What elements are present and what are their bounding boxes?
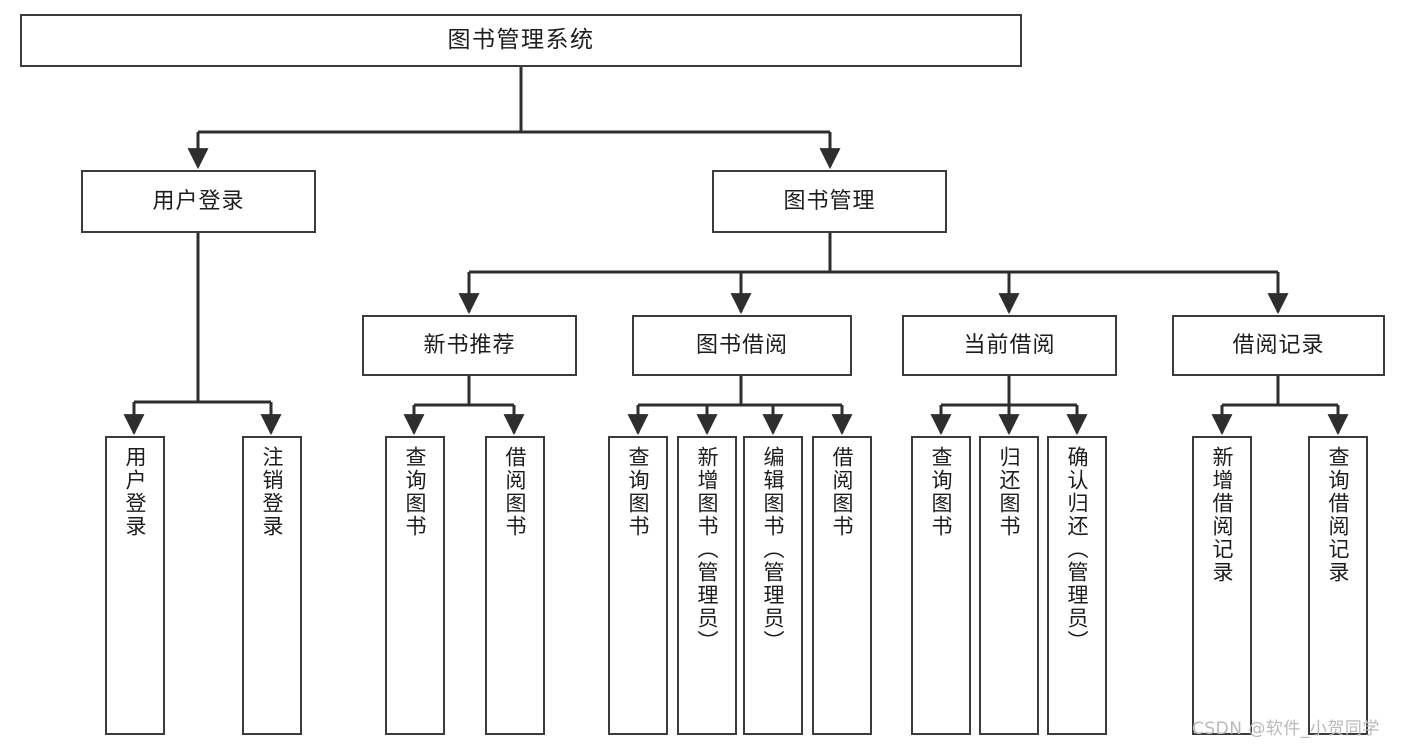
- node-leaf-user-login[interactable]: 用户登录: [105, 436, 165, 735]
- node-label: 新书推荐: [423, 332, 516, 358]
- node-label: 用户登录: [152, 188, 245, 214]
- node-user-login[interactable]: 用户登录: [81, 170, 316, 233]
- node-label: 当前借阅: [963, 332, 1056, 358]
- node-label: 图书借阅: [695, 332, 788, 358]
- csdn-watermark: CSDN @软件_小贺同学: [1192, 719, 1380, 739]
- node-label: 新增图书（管理员）: [695, 446, 720, 653]
- node-label: 编辑图书（管理员）: [761, 446, 786, 653]
- node-label: 新增借阅记录: [1210, 446, 1235, 584]
- node-leaf-borrow-book[interactable]: 借阅图书: [812, 436, 872, 735]
- node-leaf-add-book-admin[interactable]: 新增图书（管理员）: [677, 436, 737, 735]
- node-label: 查询借阅记录: [1326, 446, 1351, 584]
- node-label: 注销登录: [260, 446, 285, 538]
- node-leaf-query-borrow-record[interactable]: 查询借阅记录: [1308, 436, 1368, 735]
- node-current-borrow[interactable]: 当前借阅: [902, 315, 1117, 376]
- node-label: 确认归还（管理员）: [1065, 446, 1090, 653]
- node-leaf-add-borrow-record[interactable]: 新增借阅记录: [1192, 436, 1252, 735]
- node-label: 归还图书: [997, 446, 1022, 538]
- node-label: 查询图书: [403, 446, 428, 538]
- node-leaf-query-book-recommend[interactable]: 查询图书: [385, 436, 445, 735]
- node-leaf-confirm-return-admin[interactable]: 确认归还（管理员）: [1047, 436, 1107, 735]
- node-borrow-record[interactable]: 借阅记录: [1172, 315, 1385, 376]
- node-label: 图书管理: [783, 188, 876, 214]
- node-new-book-recommend[interactable]: 新书推荐: [362, 315, 577, 376]
- node-label: 图书管理系统: [447, 26, 595, 53]
- node-label: 查询图书: [626, 446, 651, 538]
- node-label: 借阅图书: [503, 446, 528, 538]
- node-leaf-query-book[interactable]: 查询图书: [608, 436, 668, 735]
- node-leaf-return-book[interactable]: 归还图书: [979, 436, 1039, 735]
- node-leaf-query-book-current[interactable]: 查询图书: [911, 436, 971, 735]
- node-leaf-edit-book-admin[interactable]: 编辑图书（管理员）: [743, 436, 803, 735]
- node-label: 用户登录: [123, 446, 148, 538]
- node-leaf-logout[interactable]: 注销登录: [242, 436, 302, 735]
- node-label: 借阅图书: [830, 446, 855, 538]
- node-label: 借阅记录: [1232, 332, 1325, 358]
- node-leaf-borrow-book-recommend[interactable]: 借阅图书: [485, 436, 545, 735]
- node-root-system[interactable]: 图书管理系统: [20, 14, 1022, 67]
- node-label: 查询图书: [929, 446, 954, 538]
- node-book-borrow[interactable]: 图书借阅: [632, 315, 852, 376]
- node-book-management[interactable]: 图书管理: [712, 170, 947, 233]
